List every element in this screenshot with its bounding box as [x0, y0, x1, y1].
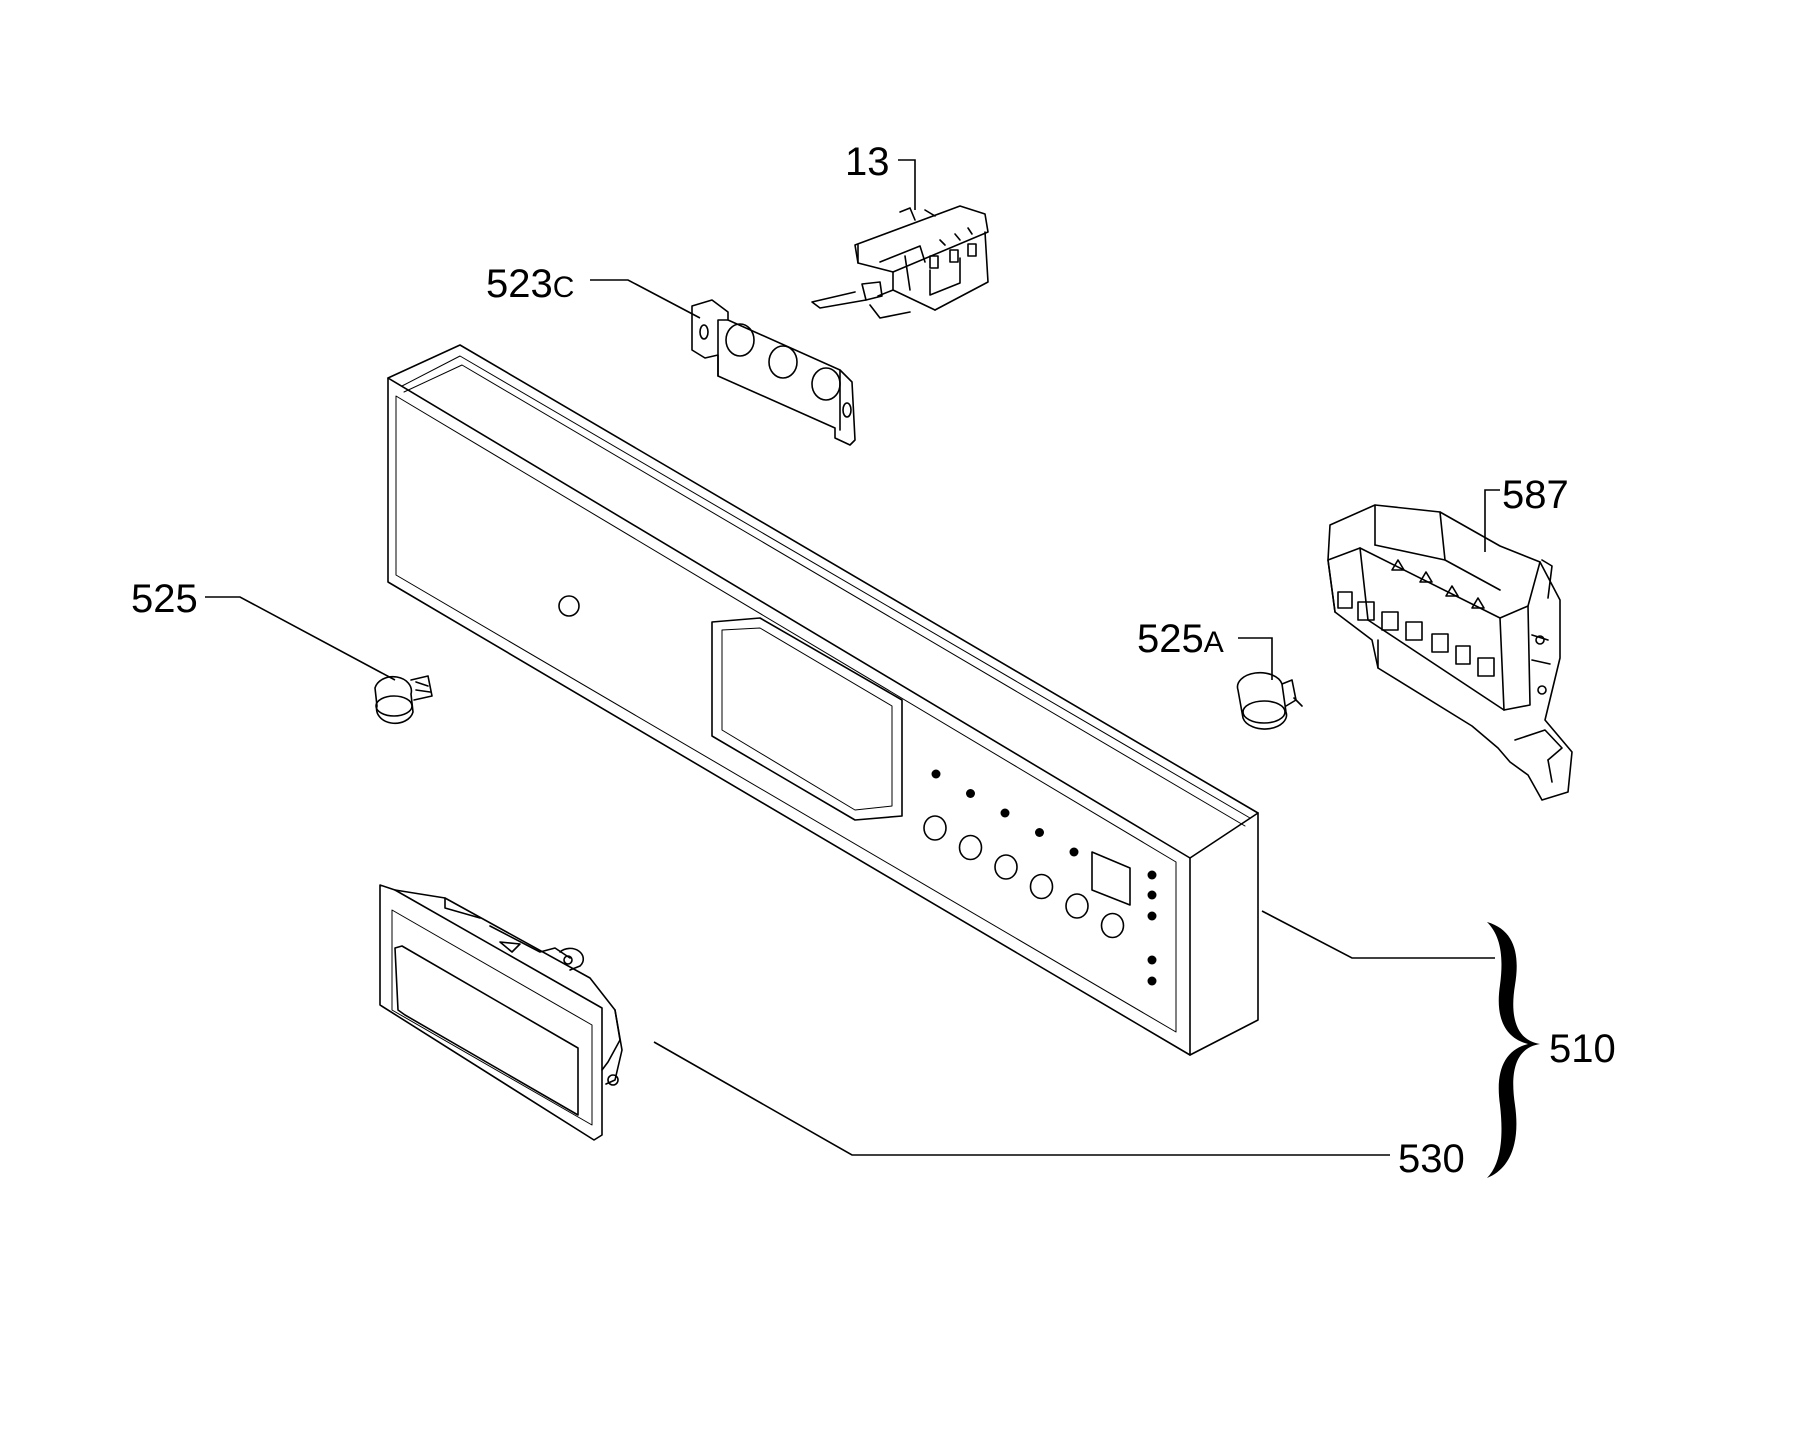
leader-lines	[205, 159, 1500, 1156]
panel-indicator-dot	[1147, 976, 1157, 986]
panel-indicator-dot	[966, 789, 975, 798]
callout-525: 525	[131, 577, 198, 621]
callout-530: 530	[1398, 1137, 1465, 1181]
callout-523c: 523C	[486, 262, 574, 306]
handle-part	[379, 884, 623, 1141]
switch-bracket-part	[691, 299, 856, 446]
switch-part	[811, 205, 989, 319]
callout-13: 13	[845, 140, 890, 184]
panel-round-button	[994, 854, 1018, 880]
control-panel-part	[387, 344, 1259, 1056]
panel-round-button	[958, 834, 983, 861]
panel-indicator-dot	[1147, 890, 1157, 900]
panel-indicator-dot	[1147, 870, 1157, 880]
callout-525a: 525A	[1137, 617, 1224, 661]
knob-right-part	[1236, 671, 1303, 730]
panel-indicator-dot	[1069, 847, 1079, 857]
panel-indicator-dot	[931, 769, 941, 779]
knob-left-part	[374, 675, 433, 725]
callout-510: 510	[1549, 1027, 1616, 1071]
panel-indicator-dot	[1035, 828, 1044, 837]
callout-587: 587	[1502, 473, 1569, 517]
panel-indicator-dot	[1147, 955, 1157, 965]
panel-indicator-dot	[1147, 911, 1157, 921]
panel-indicator-dot	[1000, 808, 1010, 818]
panel-round-button	[923, 815, 947, 841]
control-module-part	[1327, 504, 1573, 801]
panel-round-button	[1100, 912, 1125, 939]
panel-round-button	[1029, 873, 1054, 900]
assembly-brace	[1487, 922, 1540, 1178]
panel-round-button	[1065, 893, 1089, 919]
